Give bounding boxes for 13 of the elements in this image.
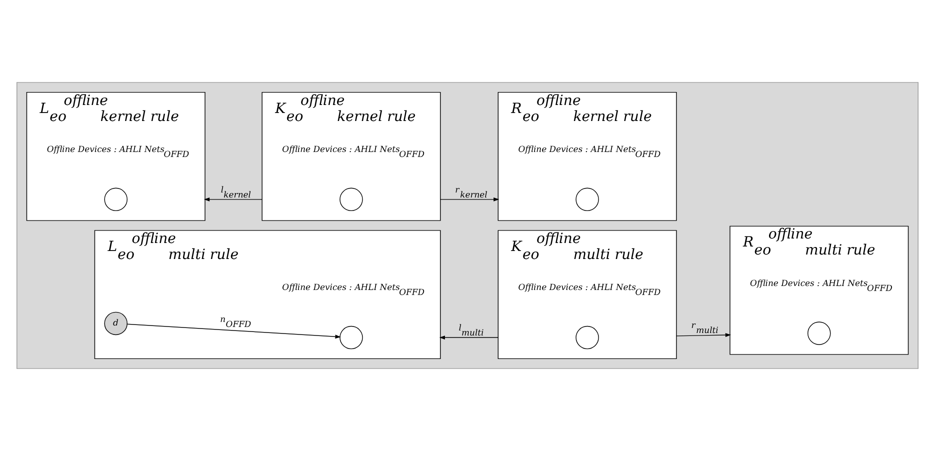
cluster <box>16 82 918 368</box>
arrow <box>439 335 498 340</box>
node-circle <box>576 325 599 349</box>
arrow <box>126 323 341 338</box>
node-circle <box>808 321 831 344</box>
node-circle <box>104 187 128 211</box>
arrow <box>440 196 500 201</box>
node-circle <box>340 325 363 349</box>
node-circle <box>576 187 599 211</box>
node-circle <box>340 187 363 211</box>
arrow <box>204 196 262 201</box>
arrow <box>676 332 732 336</box>
node-circle: d <box>104 311 128 335</box>
